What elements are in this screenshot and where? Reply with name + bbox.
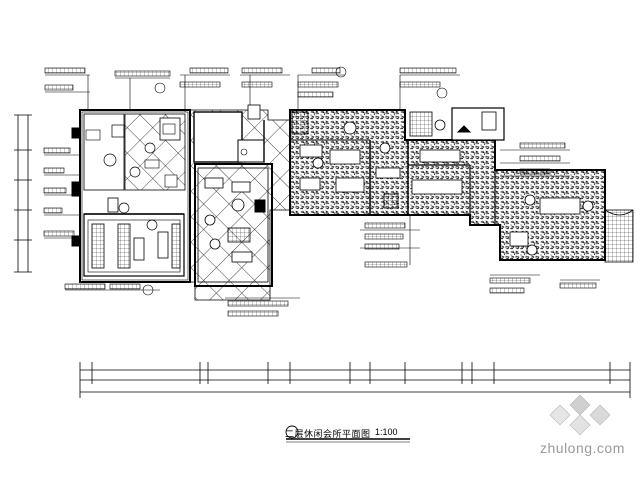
right-rooms bbox=[289, 107, 634, 263]
watermark-logo bbox=[549, 394, 611, 436]
left-dimension-line bbox=[14, 114, 32, 273]
watermark-text: zhulong.com bbox=[540, 440, 625, 456]
drawing-scale: 1:100 bbox=[375, 427, 398, 437]
right-callouts bbox=[64, 142, 600, 317]
left-callouts bbox=[43, 147, 80, 239]
left-block bbox=[71, 109, 191, 283]
bottom-dimension-line bbox=[79, 362, 631, 398]
top-callouts bbox=[44, 66, 460, 115]
title-marker bbox=[285, 425, 410, 443]
center-hall bbox=[189, 104, 291, 301]
drawing-title: 二层休闲会所平面图 bbox=[285, 429, 371, 439]
